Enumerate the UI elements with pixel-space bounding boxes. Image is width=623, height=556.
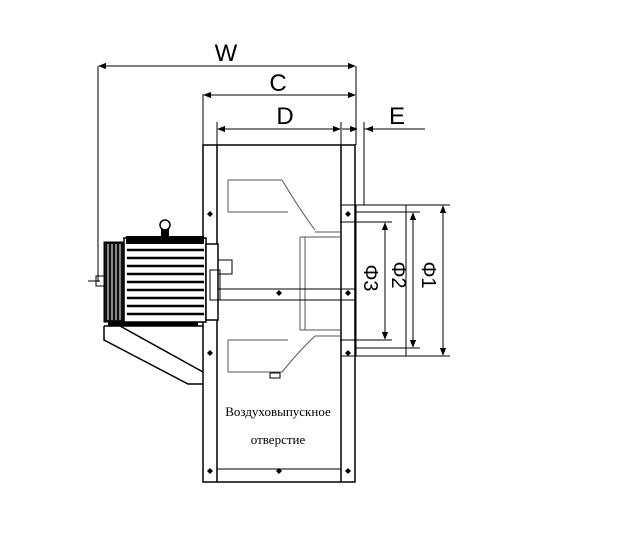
- dimension-c-label: C: [269, 70, 286, 97]
- dimension-e-label: E: [389, 103, 405, 130]
- dimension-phi1: Φ1: [406, 204, 450, 357]
- outlet-caption-line2: отверстие: [251, 432, 306, 447]
- impeller: [227, 179, 340, 379]
- dimension-d: D: [216, 103, 342, 145]
- dimension-e: E: [342, 103, 425, 205]
- motor-lifting-eye: [159, 219, 171, 237]
- dimension-phi1-label: Φ1: [417, 261, 439, 288]
- dimension-phi3: Φ3: [340, 221, 392, 341]
- dimension-phi3-label: Φ3: [359, 264, 381, 291]
- motor-fins: [127, 248, 204, 316]
- outlet-nozzle: [341, 204, 407, 357]
- motor: [88, 219, 233, 326]
- outlet-caption-line1: Воздуховыпускное: [225, 404, 331, 419]
- dimension-d-label: D: [276, 103, 293, 130]
- shaft: [210, 288, 355, 301]
- dimension-w: W: [97, 40, 357, 282]
- dimension-phi2: Φ2: [356, 211, 420, 349]
- dimension-c: C: [202, 70, 356, 145]
- motor-bracket: [103, 325, 204, 385]
- outlet-caption: Воздуховыпускное отверстие: [225, 404, 331, 447]
- dimension-phi2-label: Φ2: [387, 261, 409, 288]
- dimension-w-label: W: [215, 40, 238, 67]
